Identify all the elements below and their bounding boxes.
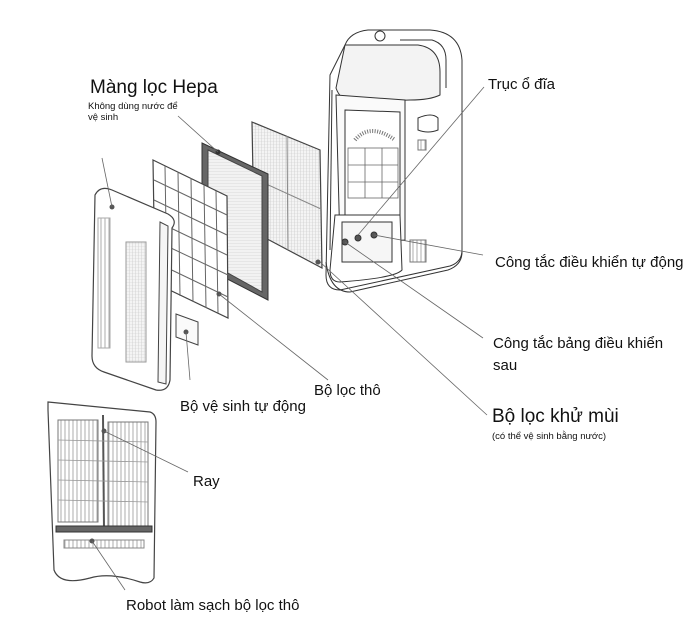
label-pre-filter: Bộ lọc thô <box>314 382 381 399</box>
main-unit <box>325 29 463 293</box>
leader-hepa <box>177 115 219 153</box>
label-deodorizing-filter: Bộ lọc khử mùi <box>492 406 619 427</box>
front-cover <box>91 187 175 391</box>
auto-cleaner <box>175 313 199 346</box>
label-rail: Ray <box>193 473 220 490</box>
leader-drive-shaft <box>357 86 485 236</box>
leader-front-cover <box>101 157 113 208</box>
label-rear-panel-switch: Công tắc bảng điều khiển sau <box>493 335 664 374</box>
leader-deodorizing <box>319 261 488 416</box>
label-auto-control-switch: Công tắc điều khiển tự động <box>495 254 684 271</box>
label-hepa-filter: Màng lọc Hepa <box>90 77 218 98</box>
leader-lines <box>91 86 488 591</box>
leader-auto-switch <box>373 234 484 256</box>
label-pre-filter-robot: Robot làm sạch bộ lọc thô <box>126 597 300 614</box>
leader-rear-switch <box>344 241 484 339</box>
label-auto-cleaner: Bộ vệ sinh tự động <box>180 398 306 415</box>
leader-pre-filter <box>218 293 329 381</box>
label-deodorizing-note: (có thể vệ sinh bằng nước) <box>492 431 606 442</box>
label-hepa-note: Không dùng nước để vệ sinh <box>88 101 178 124</box>
label-drive-shaft: Trục ổ đĩa <box>488 76 555 93</box>
rail-frame <box>47 401 157 584</box>
leader-robot <box>91 540 126 591</box>
leader-rail <box>103 430 189 473</box>
leader-auto-cleaner <box>185 331 191 381</box>
